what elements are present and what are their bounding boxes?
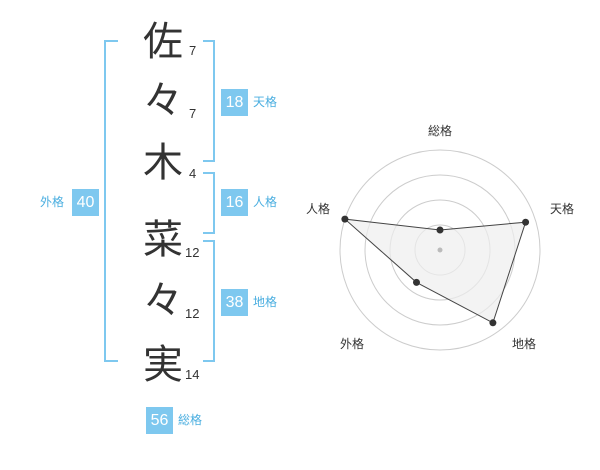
stroke-count-4: 12	[185, 245, 200, 260]
name-char-6: 実	[143, 342, 183, 388]
stroke-count-1: 7	[189, 43, 197, 58]
jinkaku-value: 16	[221, 189, 248, 216]
gaikaku-bracket	[104, 40, 118, 362]
radar-label-chikaku: 地格	[512, 337, 537, 351]
stroke-count-3: 4	[189, 166, 197, 181]
name-char-3: 木	[143, 140, 183, 186]
gaikaku-label: 外格	[40, 195, 65, 209]
radar-label-tenkaku: 天格	[550, 202, 575, 216]
gaikaku-value: 40	[72, 189, 99, 216]
name-char-5: 々	[143, 278, 183, 324]
radar-point-0	[436, 226, 444, 234]
radar-center	[437, 247, 443, 253]
radar-polygon	[343, 218, 527, 324]
radar-point-2	[489, 319, 497, 327]
soukaku-label: 総格	[178, 413, 203, 427]
name-char-4: 菜	[143, 217, 183, 263]
soukaku-value: 56	[146, 407, 173, 434]
jinkaku-bracket	[203, 172, 215, 234]
radar-label-gaikaku: 外格	[340, 337, 365, 351]
radar-point-4	[341, 215, 349, 223]
radar-ring-4	[339, 149, 541, 351]
radar-label-soukaku: 総格	[428, 124, 453, 138]
chikaku-bracket	[203, 240, 215, 362]
stroke-count-2: 7	[189, 106, 197, 121]
jinkaku-label: 人格	[253, 195, 278, 209]
chikaku-value: 38	[221, 289, 248, 316]
stroke-count-6: 14	[185, 367, 200, 382]
name-char-2: 々	[143, 78, 183, 124]
tenkaku-value: 18	[221, 89, 248, 116]
tenkaku-label: 天格	[253, 95, 278, 109]
radar-point-3	[412, 278, 420, 286]
name-char-1: 佐	[143, 19, 183, 65]
chikaku-label: 地格	[253, 295, 278, 309]
stroke-count-5: 12	[185, 306, 200, 321]
radar-point-1	[522, 218, 530, 226]
radar-label-jinkaku: 人格	[306, 202, 331, 216]
tenkaku-bracket	[203, 40, 215, 162]
